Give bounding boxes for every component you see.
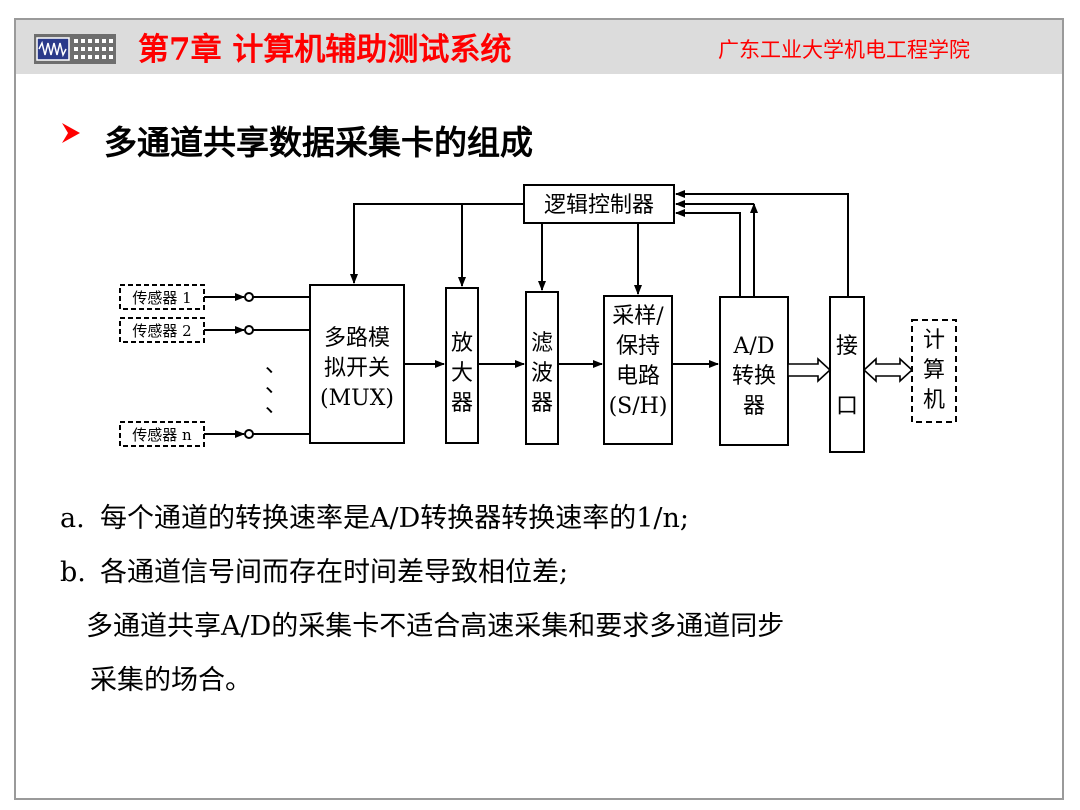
note-a-text: 每个通道的转换速率是A/D转换器转换速率的1/n; — [100, 503, 690, 534]
triangle-bullet-icon — [60, 119, 82, 154]
mux-label-3: (MUX) — [320, 386, 394, 411]
computer-label-1: 计 — [923, 328, 945, 353]
section-title: 多通道共享数据采集卡的组成 — [104, 123, 533, 162]
sample-hold-label-4: (S/H) — [609, 394, 668, 419]
header-bar: 第7章 计算机辅助测试系统 广东工业大学机电工程学院 — [16, 20, 1062, 74]
amplifier-label-2: 大 — [451, 361, 473, 386]
sensor-n-label: 传感器 n — [132, 426, 192, 444]
ellipsis-mark-3: 、 — [265, 393, 287, 418]
sample-hold-box — [603, 295, 673, 445]
slide-frame: 第7章 计算机辅助测试系统 广东工业大学机电工程学院 — [14, 18, 1064, 800]
adc-label-1: A/D — [733, 334, 775, 359]
conclusion-line-1: 多通道共享A/D的采集卡不适合高速采集和要求多通道同步 — [86, 611, 785, 642]
conclusion-line-2: 采集的场合。 — [90, 665, 252, 696]
note-b: b. 各通道信号间而存在时间差导致相位差; — [60, 550, 568, 589]
note-a: a. 每个通道的转换速率是A/D转换器转换速率的1/n; — [60, 496, 689, 535]
amplifier-box — [445, 287, 479, 444]
adc-label-3: 器 — [743, 394, 765, 419]
filter-label-1: 滤 — [531, 331, 553, 356]
interface-label-1: 接 — [836, 334, 858, 359]
filter-label-3: 器 — [531, 391, 553, 416]
sample-hold-label-1: 采样/ — [612, 304, 664, 329]
computer-label-2: 算 — [923, 358, 945, 383]
filter-label-2: 波 — [531, 361, 553, 386]
filter-box — [525, 291, 559, 445]
mux-label-1: 多路模 — [324, 326, 390, 351]
amplifier-label-3: 器 — [451, 391, 473, 416]
interface-label-2: 口 — [836, 394, 858, 419]
oscilloscope-icon — [34, 34, 116, 64]
logic-controller-label: 逻辑控制器 — [544, 193, 654, 218]
note-b-marker: b. — [60, 557, 86, 588]
adc-label-2: 转换 — [732, 364, 776, 389]
amplifier-label-1: 放 — [451, 331, 473, 356]
ellipsis-mark-1: 、 — [265, 353, 287, 378]
sensor-2-label: 传感器 2 — [132, 322, 191, 340]
chapter-title: 第7章 计算机辅助测试系统 — [138, 32, 512, 68]
sensor-1-label: 传感器 1 — [132, 289, 191, 307]
interface-box — [829, 296, 865, 453]
ellipsis-mark-2: 、 — [265, 373, 287, 398]
note-a-marker: a. — [60, 503, 85, 534]
sample-hold-label-3: 电路 — [616, 364, 660, 389]
mux-label-2: 拟开关 — [324, 356, 390, 381]
institution-name: 广东工业大学机电工程学院 — [718, 38, 970, 62]
note-b-text: 各通道信号间而存在时间差导致相位差; — [100, 557, 569, 588]
sample-hold-label-2: 保持 — [616, 334, 660, 359]
computer-label-3: 机 — [923, 388, 945, 413]
